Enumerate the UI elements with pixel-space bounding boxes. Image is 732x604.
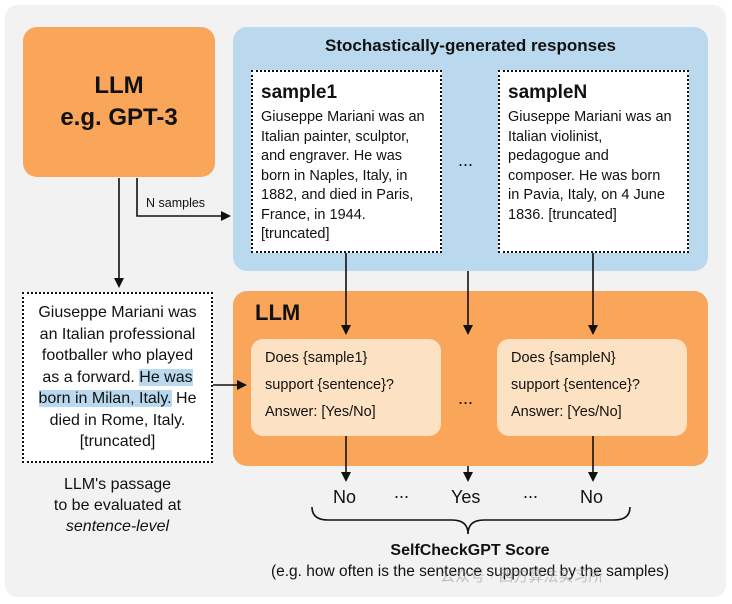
sample1-text: Giuseppe Mariani was an Italian painter,…: [261, 108, 432, 245]
passage-line: footballer who played: [41, 347, 194, 364]
sampleN-line: pedagogue and: [508, 148, 609, 164]
passage-line: [truncated]: [79, 433, 156, 450]
n-samples-label: N samples: [146, 196, 206, 210]
passage-highlight: born in Milan, Italy.: [38, 390, 172, 407]
sampleN-box: sampleN Giuseppe Mariani was an Italian …: [498, 70, 689, 253]
passage-line: born in Milan, Italy. He: [28, 388, 207, 410]
sampleN-text: Giuseppe Mariani was an Italian violinis…: [508, 108, 679, 225]
answer-dots: ...: [394, 482, 410, 502]
answer-middle: Yes: [451, 487, 481, 507]
sampleN-line: composer. He was born: [508, 167, 661, 184]
sampleN-line: Giuseppe Mariani was an: [508, 109, 672, 125]
passage-line: Giuseppe Mariani was: [38, 304, 197, 321]
question-line: support {sentence}?: [511, 377, 640, 393]
passage-line: as a forward. He was: [28, 367, 207, 389]
question-line: Does {sample1}: [265, 350, 368, 366]
sample1-line: France, in 1944.: [261, 206, 366, 223]
sample1-title: sample1: [261, 82, 338, 103]
question-box-sample1: Does {sample1} support {sentence}? Answe…: [251, 339, 441, 436]
passage-caption: LLM's passage to be evaluated at sentenc…: [22, 474, 213, 537]
caption-line: LLM's passage: [63, 476, 172, 493]
sample1-line: [truncated]: [261, 226, 330, 242]
llm-box-subtitle: e.g. GPT-3: [60, 104, 178, 131]
passage-line: an Italian professional: [39, 325, 196, 343]
llm-box-title: LLM: [94, 72, 144, 99]
arrow-n-samples: [136, 178, 231, 221]
question-box-sampleN: Does {sampleN} support {sentence}? Answe…: [497, 339, 687, 436]
samples-ellipsis: ...: [458, 150, 474, 170]
questions-ellipsis: ...: [458, 388, 474, 408]
question-line: Does {sampleN}: [511, 350, 616, 366]
caption-line: to be evaluated at: [53, 497, 182, 514]
passage-line: died in Rome, Italy.: [49, 411, 186, 429]
score-brace: [311, 506, 631, 535]
question-line: Answer: [Yes/No]: [511, 404, 622, 420]
passage-text: as a forward.: [42, 368, 135, 386]
stochastic-responses-title: Stochastically-generated responses: [324, 36, 616, 55]
sample1-box: sample1 Giuseppe Mariani was an Italian …: [251, 70, 442, 253]
llm-generator-box: LLM e.g. GPT-3: [23, 27, 215, 177]
llm-evaluator-title: LLM: [255, 300, 301, 325]
score-title: SelfCheckGPT Score: [390, 542, 550, 559]
sample1-line: Giuseppe Mariani was an: [261, 109, 425, 125]
sample1-line: 1882, and died in Paris,: [261, 187, 414, 203]
sampleN-line: 1836. [truncated]: [508, 206, 617, 223]
answer-sample1: No: [333, 487, 357, 507]
answer-sampleN: No: [580, 487, 604, 507]
watermark: 公众号 · 西方算法实习所: [440, 568, 604, 585]
sampleN-line: Italian violinist,: [508, 128, 603, 145]
sample1-line: born in Naples, Italy, in: [261, 167, 408, 184]
sampleN-title: sampleN: [508, 82, 588, 103]
sample1-line: Italian painter, sculptor,: [261, 128, 410, 145]
question-line: support {sentence}?: [265, 377, 394, 393]
sampleN-line: in Pavia, Italy, on 4 June: [508, 187, 665, 203]
caption-line: sentence-level: [65, 518, 170, 535]
llm-passage-box: Giuseppe Mariani was an Italian professi…: [22, 292, 213, 463]
answer-dots: ...: [523, 482, 539, 502]
sample1-line: and engraver. He was: [261, 148, 403, 164]
question-line: Answer: [Yes/No]: [265, 404, 376, 420]
passage-text: He: [176, 390, 197, 407]
passage-highlight: He was: [139, 368, 193, 386]
score-subtitle: (e.g. how often is the sentence supporte…: [270, 563, 670, 580]
